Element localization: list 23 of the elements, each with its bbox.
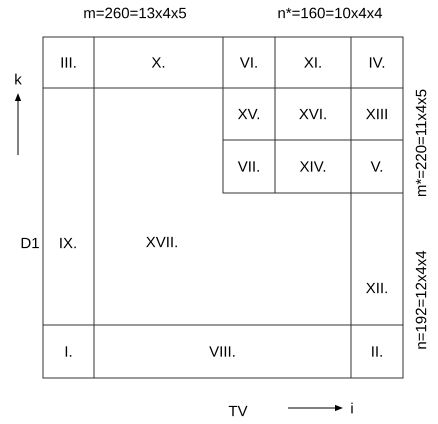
axis-label: i bbox=[351, 402, 353, 414]
table-cell: XVI. bbox=[274, 88, 352, 140]
axis-label: n=192=12x4x4 bbox=[416, 250, 426, 349]
table-cell: VIII. bbox=[94, 324, 352, 378]
axis-label: m*=220=11x4x5 bbox=[416, 90, 426, 196]
axis-label: m=260=13x4x5 bbox=[84, 8, 186, 18]
table-cell: I. bbox=[42, 324, 94, 378]
table-cell: III. bbox=[42, 36, 94, 88]
table-cell: VII. bbox=[222, 140, 276, 194]
axis-label: TV bbox=[228, 406, 248, 416]
table-cell: XV. bbox=[222, 88, 276, 140]
table-cell: IX. bbox=[42, 88, 94, 326]
table-cell: V. bbox=[350, 140, 404, 194]
table-cell: XIV. bbox=[274, 140, 352, 194]
table-cell: X. bbox=[94, 36, 224, 88]
table-cell: XIII bbox=[350, 88, 404, 140]
axis-label: n*=160=10x4x4 bbox=[278, 8, 382, 18]
table-cell: XII. bbox=[350, 192, 404, 326]
table-cell: IV. bbox=[350, 36, 404, 88]
table-cell: XI. bbox=[274, 36, 352, 88]
table-cell: II. bbox=[350, 324, 404, 378]
axis-label: k bbox=[15, 74, 22, 84]
table-cell: VI. bbox=[222, 36, 276, 88]
